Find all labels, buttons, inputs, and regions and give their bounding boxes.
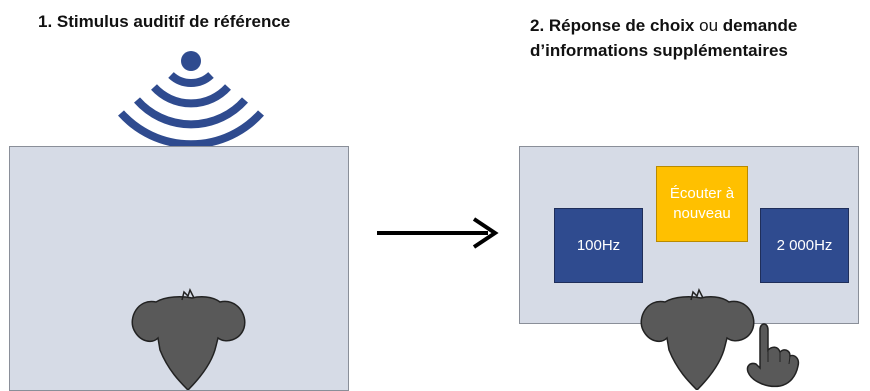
listen-again-line2: nouveau (673, 205, 731, 222)
step2-title-line2: d’informations supplémentaires (530, 41, 788, 60)
listen-again-button[interactable]: Écouter à nouveau (656, 166, 748, 242)
step2-title-or: ou (694, 16, 723, 35)
choice-100hz-button[interactable]: 100Hz (554, 208, 643, 283)
pointing-hand-icon (746, 323, 800, 388)
head-icon (131, 288, 246, 390)
choice-2000hz-button[interactable]: 2 000Hz (760, 208, 849, 283)
listen-again-line1: Écouter à (669, 185, 735, 202)
step1-title: 1. Stimulus auditif de référence (38, 12, 291, 31)
head-icon (640, 288, 755, 390)
step2-title: 2. Réponse de choix ou demande d’informa… (530, 13, 850, 63)
step2-title-request: demande (722, 16, 798, 35)
step2-title-choice: 2. Réponse de choix (530, 16, 695, 35)
